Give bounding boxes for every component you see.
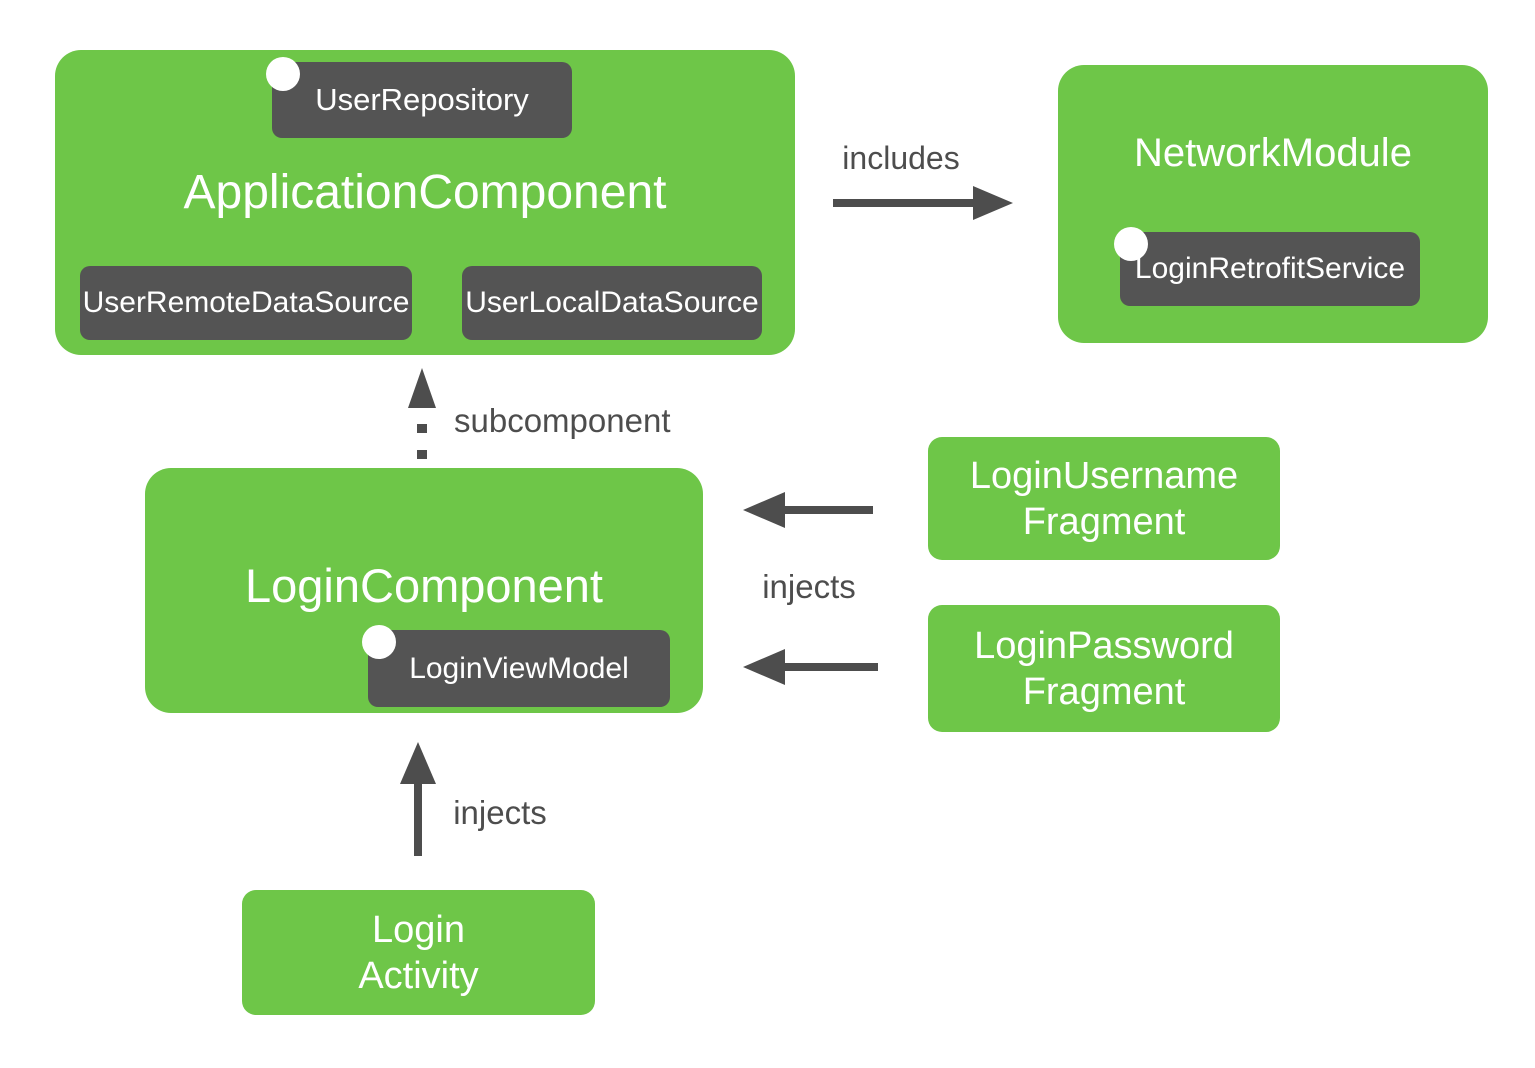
login-password-fragment-node: LoginPassword Fragment	[928, 605, 1280, 732]
login-username-fragment-node: LoginUsername Fragment	[928, 437, 1280, 560]
login-username-fragment-line2: Fragment	[1022, 500, 1186, 543]
user-repository-badge: UserRepository	[266, 57, 572, 138]
login-username-fragment-line1: LoginUsername	[969, 454, 1239, 497]
application-component-title: ApplicationComponent	[183, 166, 667, 219]
application-component-node: UserRepository ApplicationComponent User…	[55, 50, 795, 355]
injects-arrowhead-icon	[400, 742, 436, 784]
provision-dot-icon	[1114, 227, 1148, 261]
injects-arrow-activity	[400, 742, 436, 856]
login-component-node: LoginComponent LoginViewModel	[145, 468, 703, 713]
login-component-title: LoginComponent	[245, 559, 603, 612]
user-repository-label: UserRepository	[315, 82, 529, 117]
includes-arrow	[833, 186, 1013, 220]
login-password-fragment-line1: LoginPassword	[974, 624, 1234, 667]
injects-arrowhead-icon	[743, 649, 785, 685]
subcomponent-dash	[417, 450, 427, 459]
login-view-model-badge: LoginViewModel	[362, 625, 670, 707]
user-remote-data-source-label: UserRemoteDataSource	[82, 286, 410, 319]
provision-dot-icon	[362, 625, 396, 659]
subcomponent-dash	[417, 424, 427, 433]
login-password-fragment-line2: Fragment	[1022, 670, 1186, 713]
subcomponent-edge-label: subcomponent	[454, 402, 671, 439]
injects-fragments-edge-label: injects	[762, 568, 856, 605]
includes-edge-label: includes	[842, 140, 960, 176]
user-local-data-source-label: UserLocalDataSource	[465, 286, 759, 319]
login-retrofit-service-badge: LoginRetrofitService	[1114, 227, 1420, 306]
subcomponent-arrowhead-icon	[408, 368, 436, 408]
network-module-node: NetworkModule LoginRetrofitService	[1058, 65, 1488, 343]
injects-activity-edge-label: injects	[453, 794, 547, 831]
login-view-model-label: LoginViewModel	[409, 651, 629, 685]
includes-arrowhead-icon	[973, 186, 1013, 220]
login-activity-line2: Activity	[358, 954, 479, 997]
user-remote-data-source-badge: UserRemoteDataSource	[80, 266, 412, 340]
login-activity-line1: Login	[372, 908, 465, 951]
network-module-title: NetworkModule	[1134, 131, 1412, 175]
injects-arrow-password	[743, 649, 878, 685]
login-activity-node: Login Activity	[242, 890, 595, 1015]
provision-dot-icon	[266, 57, 300, 91]
user-local-data-source-badge: UserLocalDataSource	[462, 266, 762, 340]
login-retrofit-service-label: LoginRetrofitService	[1134, 252, 1406, 285]
injects-arrow-username	[743, 492, 873, 528]
injects-arrowhead-icon	[743, 492, 785, 528]
subcomponent-dashed-arrow	[408, 368, 436, 459]
